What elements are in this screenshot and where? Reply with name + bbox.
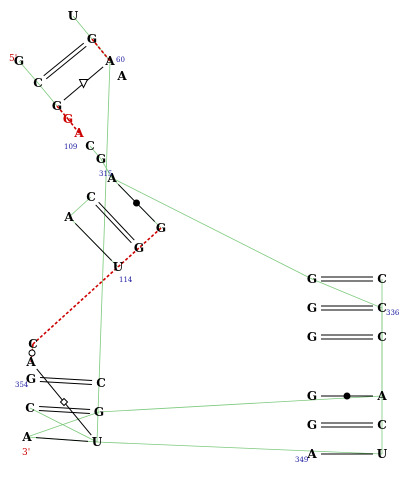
dot-marker [343,392,351,400]
nucleotide-n22: G [307,330,317,344]
base-pair-15 [36,368,92,436]
dot-marker [133,199,140,207]
nucleotide-n23: C [377,330,387,344]
base-pair-3 [117,184,156,222]
backbone-link-2 [18,60,39,84]
backbone-link-16 [96,441,383,455]
position-number-336: 336 [386,309,400,317]
circle-marker [28,349,36,357]
base-pair-12 [38,406,91,414]
base-pair-1 [63,66,104,101]
strand-end-labels: 5' 3' [9,54,30,458]
base-pair-14 [28,349,36,357]
base-pair-13 [35,437,89,442]
nucleotide-n19: C [377,272,387,286]
base-pair-0 [43,42,87,80]
position-number-114: 114 [119,276,133,284]
backbone-link-8 [68,196,92,218]
nucleotide-n1: U [68,9,79,23]
nucleotide-n12: A [106,171,117,185]
backbone-link-1 [91,38,111,62]
five-prime-label: 5' [9,54,17,64]
nucleotide-n26: G [307,418,317,432]
dashed-link-4 [30,343,34,363]
nucleotide-n28: A [306,447,317,461]
nucleotide-n33: C [96,376,106,390]
base-pair-6 [321,305,373,311]
nucleotide-n7: G [52,99,62,113]
nucleotide-n16: G [156,221,166,235]
dashed-links [30,38,162,363]
position-number-109: 109 [64,143,77,151]
nucleotide-n34: C [25,401,35,415]
position-number-315: 315 [99,170,112,178]
backbone-link-21 [29,407,98,443]
nucleotide-n21: C [377,301,387,315]
nucleotide-n35: G [94,405,104,419]
base-pair-7 [321,334,373,340]
nucleotide-n6: C [33,76,43,90]
nucleotide-n13: C [86,190,96,204]
base-pair-9 [321,422,373,428]
nucleotide-n3: G [14,54,24,68]
backbone-link-17 [98,395,383,413]
nucleotide-n8: G [63,112,73,126]
nucleotide-n18: G [307,272,317,286]
position-number-60: 60 [116,56,125,64]
position-number-349: 349 [295,456,308,464]
nucleotide-n30: C [28,337,38,351]
nucleotide-n15: G [134,241,144,255]
nucleotide-n29: U [377,447,388,461]
nucleotide-n24: G [307,389,317,403]
backbone-link-0 [72,15,93,40]
base-pair-11 [39,377,93,385]
nucleotide-n20: G [307,301,317,315]
nucleotide-n4: A [116,69,127,83]
nucleotide-n37: U [92,435,103,449]
base-pair-2 [95,201,135,244]
backbone-link-7 [111,177,313,280]
dashed-link-2 [67,118,80,134]
nucleotide-n25: A [376,389,387,403]
dashed-link-3 [32,227,162,345]
diamond-marker [59,397,69,407]
nucleotide-n5: A [104,54,115,68]
nucleotide-n10: C [85,139,95,153]
base-pair-5 [321,276,373,282]
position-number-354: 354 [15,381,29,389]
nucleotide-n36: A [21,430,32,444]
nucleotide-n32: G [26,372,36,386]
triangle-marker [78,79,89,89]
nucleotide-n14: A [63,210,74,224]
nucleotide-n11: G [96,152,106,166]
dashed-link-1 [56,105,69,120]
base-pair-4 [74,223,113,261]
position-numbers: 60 109 315 114 336 354 349 [15,56,400,464]
nucleotide-n27: C [377,418,387,432]
backbone-link-12 [311,278,383,309]
nucleotide-n31: A [25,355,36,369]
backbone-links [18,15,383,455]
three-prime-label: 3' [22,448,30,458]
backbone-link-4 [89,145,102,160]
base-pair-8 [321,392,373,400]
nucleotide-n9: A [73,126,84,140]
backbone-link-3 [37,82,58,107]
base-pair-lines [28,42,373,455]
nucleotide-n2: G [87,32,97,46]
nucleotide-n17: U [113,260,124,274]
